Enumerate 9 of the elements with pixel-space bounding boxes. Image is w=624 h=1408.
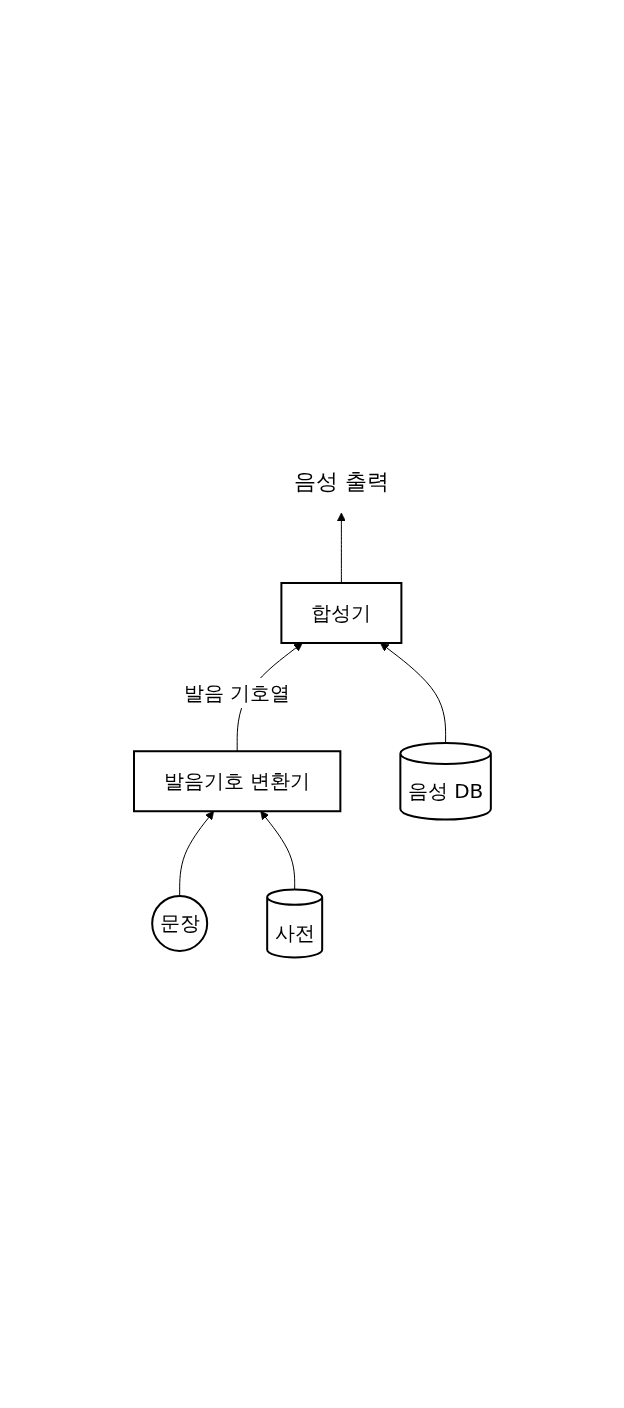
arrow: [259, 811, 295, 891]
arrow: [178, 811, 214, 897]
node-box: 합성기: [279, 582, 402, 645]
node-circle: 문장: [150, 895, 208, 953]
node-box: 발음기호 변환기: [132, 750, 341, 813]
node-text: 음성 출력: [293, 469, 389, 495]
arrow: [336, 512, 346, 584]
edge-label: 발음 기호열: [183, 681, 290, 706]
arrow: [379, 642, 446, 744]
